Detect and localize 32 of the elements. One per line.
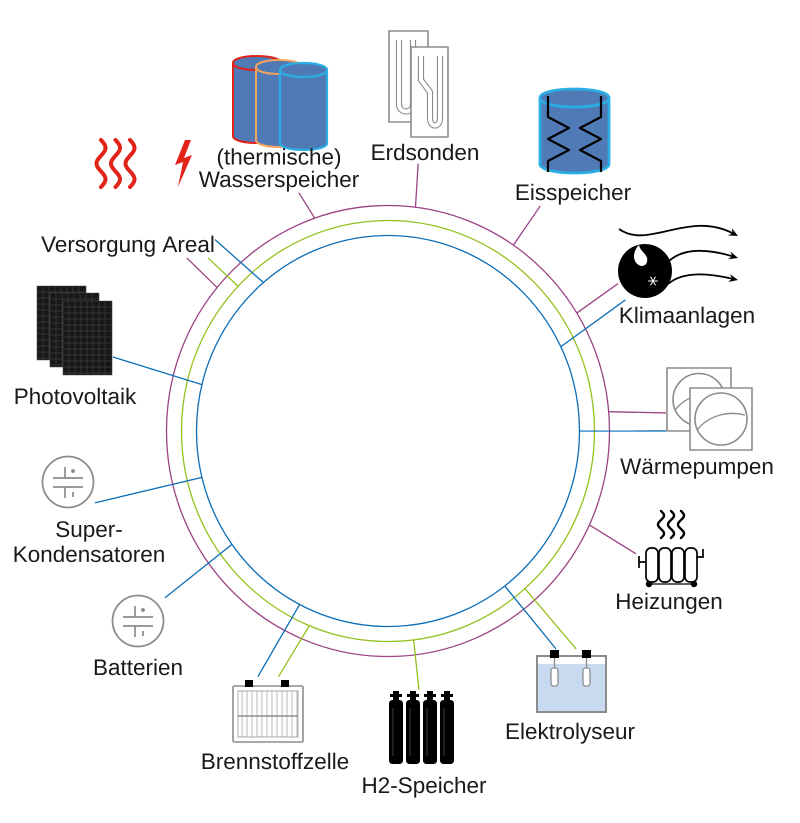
label: Batterien — [94, 658, 182, 676]
label: Elektrolyseur — [506, 722, 635, 744]
connector-line — [257, 604, 300, 678]
label: (thermische) Wasserspeicher — [198, 148, 359, 192]
label: Versorgung Areal — [41, 236, 214, 257]
label: Heizungen — [617, 592, 722, 614]
label: Photovoltaik — [16, 388, 136, 404]
connector-line — [512, 206, 541, 246]
label: H2-Speicher — [363, 776, 486, 798]
label: Erdsonden — [372, 144, 478, 160]
connector-line — [414, 164, 419, 208]
connector-line — [278, 625, 310, 678]
connector-line — [112, 356, 202, 386]
connector-line — [560, 299, 626, 348]
connector-line — [186, 257, 218, 288]
connector-line — [524, 588, 577, 650]
connector-line — [589, 524, 636, 554]
label: Super- Kondensatoren — [14, 521, 164, 562]
connector-line — [208, 257, 239, 287]
connector-line — [164, 544, 232, 598]
label: Brennstoffzelle — [202, 752, 348, 770]
connector-line — [412, 640, 420, 690]
connector-line — [214, 239, 264, 284]
connector-line — [298, 192, 316, 219]
label: Klimaanlagen — [620, 306, 754, 328]
connector-line — [608, 411, 666, 414]
label: Wärmepumpen — [620, 458, 772, 479]
connector-line — [576, 283, 618, 314]
connector-line — [504, 586, 556, 650]
label: Eisspeicher — [516, 184, 631, 205]
connector-line — [94, 476, 202, 504]
connector-line — [580, 430, 666, 432]
